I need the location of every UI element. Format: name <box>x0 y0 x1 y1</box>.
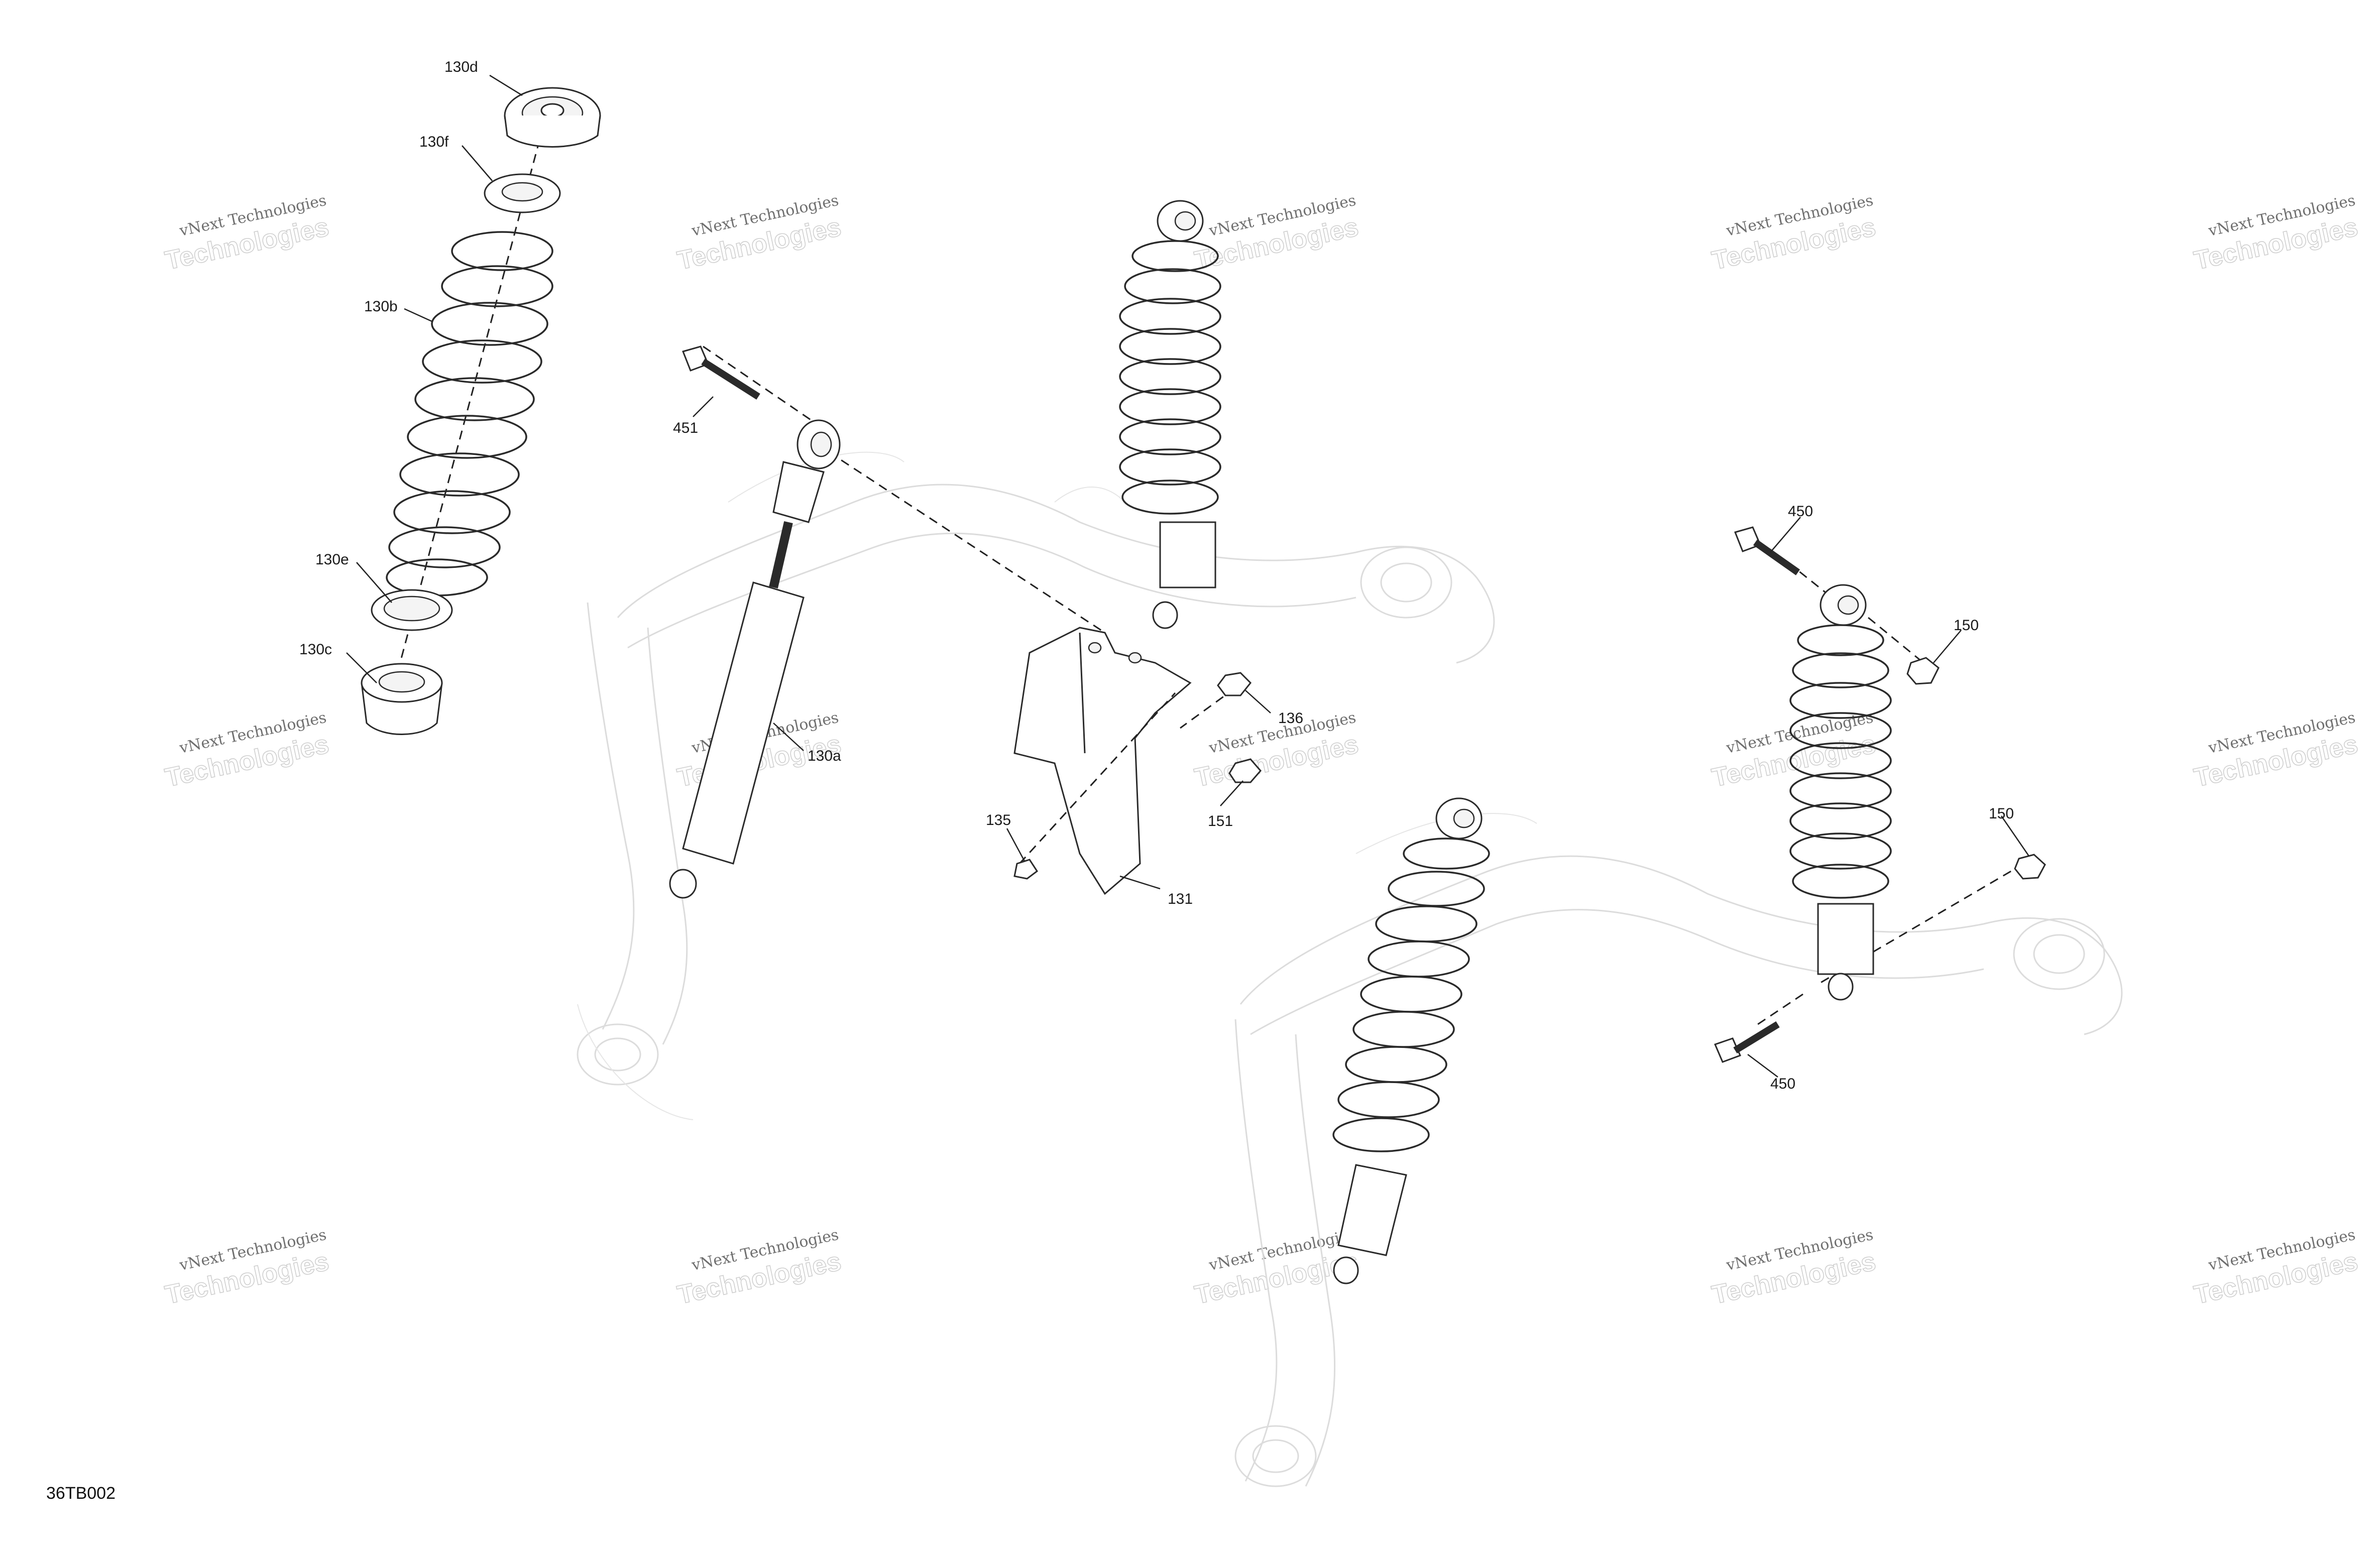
callout-150-bottom: 150 <box>1989 805 2014 822</box>
watermark: vNext Technologies Technologies <box>162 709 332 793</box>
watermark: vNext Technologies Technologies <box>674 192 844 276</box>
coil-spring <box>386 231 553 597</box>
bolt-451 <box>682 345 760 400</box>
callout-450-top: 450 <box>1788 503 1813 520</box>
callout-130d: 130d <box>444 59 478 75</box>
shock-assembly-lower-center <box>1332 797 1490 1284</box>
watermark: vNext Technologies Technologies <box>1709 709 1879 793</box>
preload-adjuster-nut <box>361 663 443 735</box>
callout-labels: 130d 130f 130b 130e 130c 130a 451 450 45… <box>299 59 2014 1092</box>
watermark: vNext Technologies Technologies <box>2191 709 2361 793</box>
callout-150-top: 150 <box>1954 617 1979 634</box>
callout-151: 151 <box>1208 813 1233 829</box>
shock-guard-bracket <box>1013 627 1262 895</box>
callout-136: 136 <box>1278 710 1303 727</box>
shock-absorber-damper <box>669 345 1105 899</box>
callout-450-bottom: 450 <box>1770 1076 1795 1092</box>
ghost-suspension-arm-right <box>1234 813 2123 1487</box>
watermark: vNext Technologies Technologies <box>162 1226 332 1311</box>
coil-over-exploded <box>361 87 601 735</box>
watermarks: vNext Technologies Technologies vNext Te… <box>162 192 2361 1311</box>
watermark: vNext Technologies Technologies <box>1709 192 1879 276</box>
lower-spring-ring <box>371 589 453 631</box>
bump-stop-ring <box>484 173 561 213</box>
callout-130c: 130c <box>299 641 332 658</box>
shock-assembly-right <box>1714 526 2046 1063</box>
callout-130f: 130f <box>419 134 449 150</box>
upper-spring-seat <box>504 87 601 148</box>
callout-130b: 130b <box>364 298 398 315</box>
watermark: vNext Technologies Technologies <box>162 192 332 276</box>
callout-130a: 130a <box>808 748 841 764</box>
watermark: vNext Technologies Technologies <box>674 1226 844 1311</box>
shock-assembly-upper-center <box>1119 200 1221 629</box>
leader-lines <box>346 74 2030 1078</box>
callout-451: 451 <box>673 420 698 436</box>
callout-135: 135 <box>986 812 1011 828</box>
callout-130e: 130e <box>315 551 349 568</box>
watermark: vNext Technologies Technologies <box>1709 1226 1879 1311</box>
watermark: vNext Technologies Technologies <box>2191 1226 2361 1311</box>
callout-131: 131 <box>1168 891 1193 907</box>
figure-id: 36TB002 <box>46 1484 116 1503</box>
watermark: vNext Technologies Technologies <box>1192 709 1362 793</box>
watermark: vNext Technologies Technologies <box>2191 192 2361 276</box>
